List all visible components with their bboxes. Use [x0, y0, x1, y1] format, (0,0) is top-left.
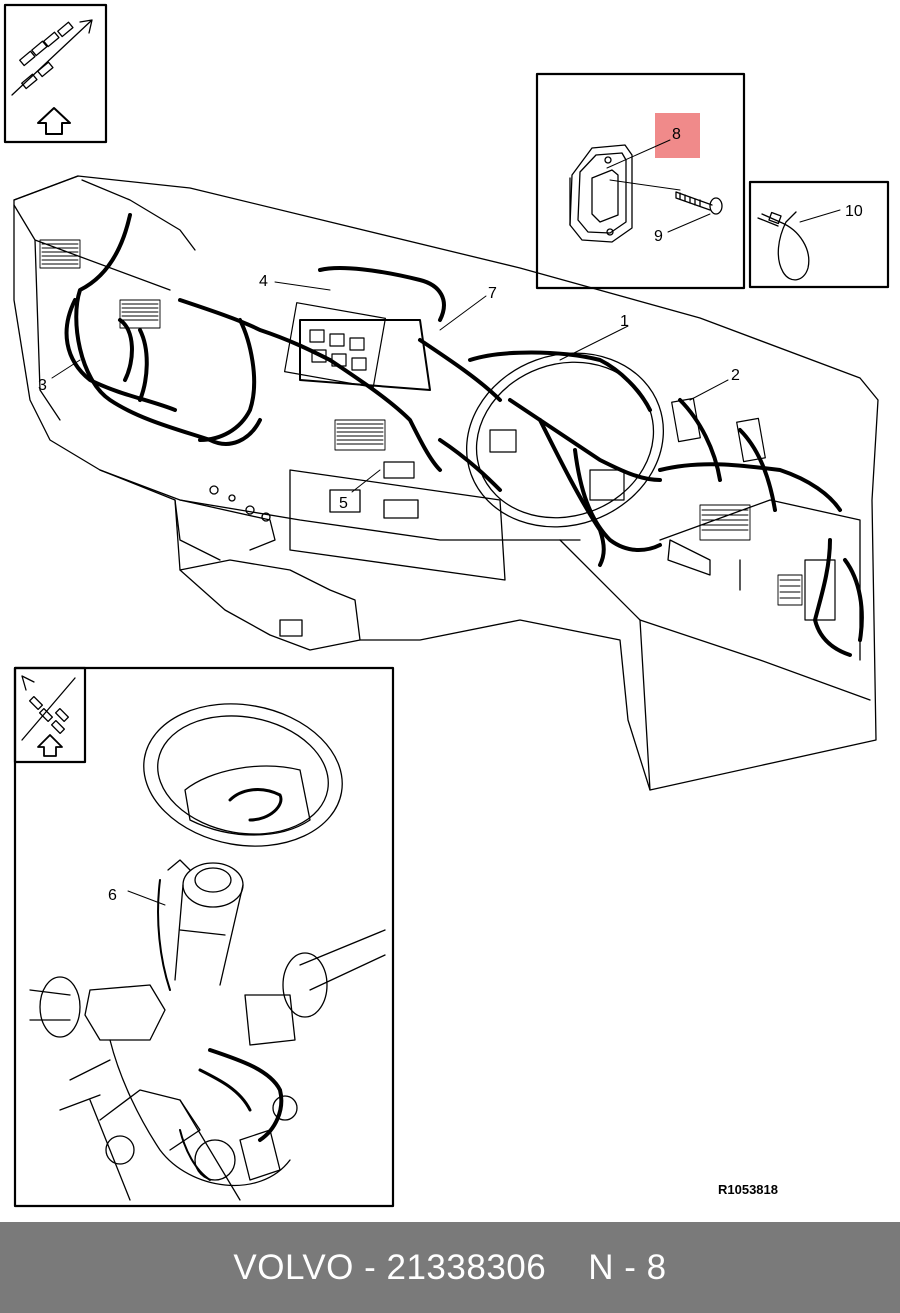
footer-bar: VOLVO - 21338306 N - 8	[0, 1222, 900, 1313]
callout-9: 9	[654, 228, 663, 245]
callout-3: 3	[38, 377, 47, 394]
wiring-diagram: 1 2 3 4 5 6 7 8 9 10 R1053818	[3, 3, 890, 1208]
callout-10: 10	[845, 203, 863, 220]
leader-lines	[51, 281, 729, 906]
steering-column-inset	[13, 666, 395, 1208]
clip-detail-inset	[535, 72, 746, 290]
footer-page-number: N - 8	[588, 1247, 667, 1287]
highlight-box	[655, 113, 700, 158]
callout-4: 4	[259, 273, 268, 290]
cable-tie-inset	[748, 180, 890, 289]
callout-8: 8	[672, 126, 681, 143]
callout-5: 5	[339, 495, 348, 512]
up-arrow-icon	[37, 107, 71, 135]
dashboard-assembly	[13, 175, 879, 791]
up-arrow-icon	[37, 734, 63, 757]
callout-labels: 1 2 3 4 5 6 7 8 9 10 R1053818	[38, 126, 863, 1197]
callout-2: 2	[731, 367, 740, 384]
orientation-inset-top	[3, 3, 108, 144]
harness-connectors	[284, 302, 836, 621]
footer-part-number: VOLVO - 21338306	[233, 1247, 547, 1287]
wiring-harness	[64, 213, 864, 657]
reference-code: R1053818	[718, 1182, 778, 1197]
callout-1: 1	[620, 313, 629, 330]
callout-7: 7	[488, 285, 497, 302]
callout-6: 6	[108, 887, 117, 904]
